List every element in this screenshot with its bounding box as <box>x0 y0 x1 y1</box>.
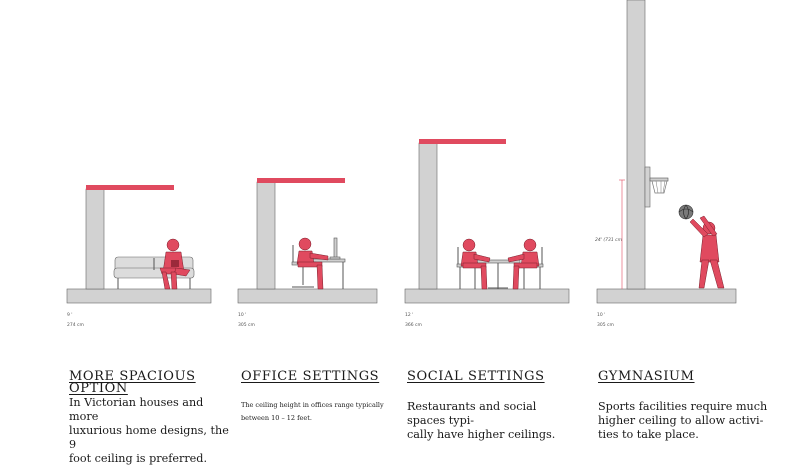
description-home: In Victorian houses and more luxurious h… <box>69 396 229 466</box>
office-height-ft: 10 ' <box>238 313 247 318</box>
heading-home: More spacious option <box>69 369 196 396</box>
description-office-line: The ceiling height in offices range typi… <box>241 401 384 409</box>
person-sitting-sofa <box>159 238 191 290</box>
home-wall <box>85 188 105 290</box>
office-height-cm: 305 cm <box>238 323 255 328</box>
office-ceiling-slab <box>257 178 345 183</box>
gym-floor-slab <box>596 288 737 304</box>
description-office-line: between 10 – 12 feet. <box>241 414 312 422</box>
description-gym-line: ties to take place. <box>598 428 699 441</box>
office-floor-slab <box>237 288 378 304</box>
person-left-diner <box>460 238 491 290</box>
description-social-line: cally have higher ceilings. <box>407 428 556 441</box>
description-gym-line: Sports facilities require much <box>598 400 768 413</box>
description-home-line: foot ceiling is preferred. <box>69 452 208 465</box>
ceiling-illustrations <box>66 0 737 304</box>
person-at-desk <box>296 237 329 290</box>
description-social: Restaurants and social spaces typi- call… <box>407 400 577 442</box>
gym-height-ft: 10 ' <box>597 313 606 318</box>
heading-home-line2: option <box>69 381 128 396</box>
social-height-ft: 12 ' <box>405 313 414 318</box>
home-height-cm: 274 cm <box>67 323 84 328</box>
office-wall <box>256 181 276 290</box>
gym-wall <box>626 0 646 290</box>
description-social-line: Restaurants and social spaces typi- <box>407 400 537 427</box>
basketball <box>678 204 694 220</box>
gym-height-cm: 305 cm <box>597 323 614 328</box>
home-height-ft: 9 ' <box>67 313 73 318</box>
panel-social-illustration <box>404 139 570 304</box>
ceiling-height-diagram: 9 ' 274 cm 10 ' 305 cm 12 ' 366 cm 10 ' … <box>66 0 768 465</box>
heading-gym: Gymnasium <box>598 369 695 384</box>
social-wall <box>418 142 438 290</box>
description-gym: Sports facilities require much higher ce… <box>598 400 768 442</box>
panel-gym-illustration <box>596 0 737 304</box>
home-ceiling-slab <box>86 185 174 190</box>
heading-social: Social settings <box>407 369 545 384</box>
basketball-hoop <box>644 166 669 208</box>
social-floor-slab <box>404 288 570 304</box>
person-right-diner <box>507 238 540 290</box>
panel-home-illustration <box>66 185 212 304</box>
description-gym-line: higher ceiling to allow activi- <box>598 414 764 427</box>
hoop-height-dimension <box>619 179 625 289</box>
hoop-height-label: 24' (731 cm <box>595 238 623 243</box>
home-floor-slab <box>66 288 212 304</box>
heading-office: Office settings <box>241 369 380 384</box>
description-home-line: luxurious home designs, the 9 <box>69 424 229 451</box>
panel-office-illustration <box>237 178 378 304</box>
social-ceiling-slab <box>419 139 506 144</box>
heading-home-line1: More spacious <box>69 369 196 384</box>
description-home-line: In Victorian houses and more <box>69 396 204 423</box>
person-shooting-ball <box>689 215 725 289</box>
social-height-cm: 366 cm <box>405 323 422 328</box>
description-office: The ceiling height in offices range typi… <box>241 399 401 425</box>
